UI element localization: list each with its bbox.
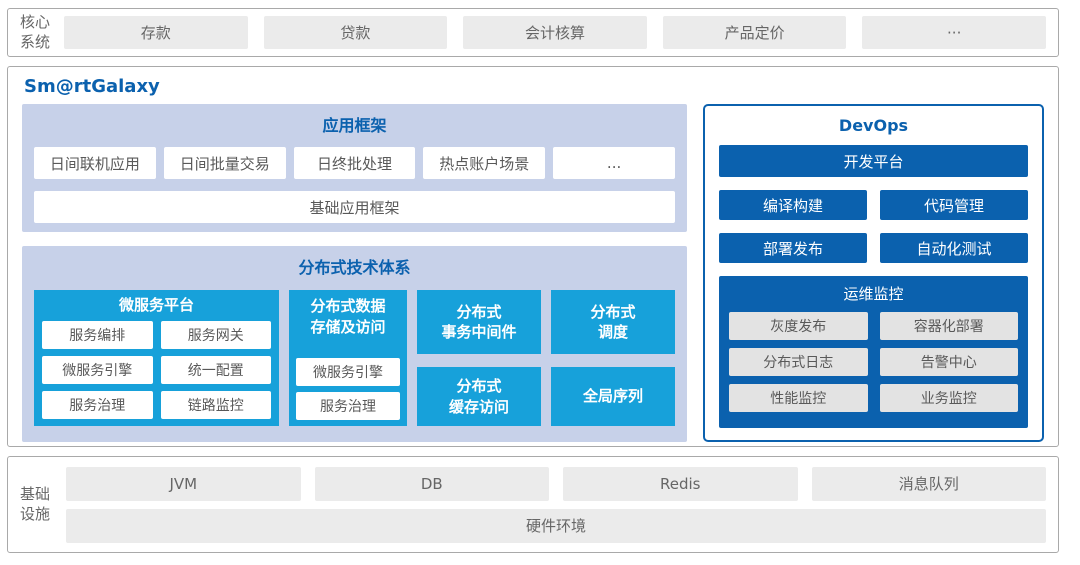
app-framework-item-online: 日间联机应用 [34,147,156,179]
infrastructure-label: 基础 设施 [20,485,51,523]
core-systems-label: 核心 系统 [20,13,51,51]
ops-monitoring-title: 运维监控 [843,285,904,303]
app-framework-item-batch-trade: 日间批量交易 [163,147,286,179]
microservice-platform-title: 微服务平台 [118,296,194,314]
app-framework-item-more: ... [553,147,675,179]
app-framework-item-hot-account: 热点账户场景 [423,147,546,179]
devops-title: DevOps [838,116,909,135]
core-system-item-loan: 贷款 [263,16,448,49]
ops-item-performance-monitor: 性能监控 [729,384,868,412]
ops-monitoring-box: 运维监控 灰度发布 容器化部署 分布式日志 告警中心 性能监控 业务监控 [719,276,1028,428]
infrastructure-item-db: DB [314,466,550,501]
data-storage-items: 微服务引擎 服务治理 [296,358,400,420]
microservice-item-gateway: 服务网关 [160,321,271,349]
microservice-item-orchestration: 服务编排 [42,321,153,349]
left-column: 应用框架 日间联机应用 日间批量交易 日终批处理 热点账户场景 ... 基础应用… [22,104,687,442]
app-framework-panel: 应用框架 日间联机应用 日间批量交易 日终批处理 热点账户场景 ... 基础应用… [22,104,687,232]
microservice-item-governance: 服务治理 [42,391,153,419]
data-storage-title: 分布式数据 存储及访问 [310,297,386,336]
infrastructure-row: JVM DB Redis 消息队列 [66,466,1047,501]
distributed-tech-panel: 分布式技术体系 微服务平台 服务编排 服务网关 微服务引擎 统一配置 服务治理 … [22,246,687,442]
distributed-tech-title: 分布式技术体系 [298,258,411,277]
distributed-scheduling-box: 分布式 调度 [551,290,675,354]
distributed-block-column-1: 分布式 事务中间件 分布式 缓存访问 [417,290,541,426]
ops-monitoring-grid: 灰度发布 容器化部署 分布式日志 告警中心 性能监控 业务监控 [729,312,1018,412]
core-systems-band: 核心 系统 存款 贷款 会计核算 产品定价 ··· [7,8,1059,57]
data-storage-item-engine: 微服务引擎 [296,358,400,386]
infrastructure-item-mq: 消息队列 [811,466,1047,501]
core-systems-row: 存款 贷款 会计核算 产品定价 ··· [64,16,1046,49]
app-framework-row: 日间联机应用 日间批量交易 日终批处理 热点账户场景 ... [34,147,675,179]
ops-item-gray-release: 灰度发布 [729,312,868,340]
hardware-environment-box: 硬件环境 [66,508,1046,543]
ops-item-container-deploy: 容器化部署 [879,312,1018,340]
dev-platform-box: 开发平台 [719,145,1028,177]
core-system-item-deposit: 存款 [64,16,248,49]
app-framework-item-eod-batch: 日终批处理 [293,147,416,179]
microservice-grid: 服务编排 服务网关 微服务引擎 统一配置 服务治理 链路监控 [42,321,271,419]
infrastructure-item-redis: Redis [563,466,798,501]
distributed-block-column-2: 分布式 调度 全局序列 [551,290,675,426]
microservice-platform-box: 微服务平台 服务编排 服务网关 微服务引擎 统一配置 服务治理 链路监控 [34,290,279,426]
global-sequence-box: 全局序列 [551,367,675,426]
distributed-cache-box: 分布式 缓存访问 [417,367,541,426]
devops-tool-testing: 自动化测试 [880,233,1028,263]
microservice-item-config: 统一配置 [160,356,271,384]
devops-tools-row-1: 编译构建 代码管理 [719,190,1028,220]
ops-item-business-monitor: 业务监控 [879,384,1018,412]
infrastructure-item-jvm: JVM [66,466,301,501]
devops-tools-row-2: 部署发布 自动化测试 [719,233,1028,263]
infrastructure-band: 基础 设施 JVM DB Redis 消息队列 硬件环境 [7,456,1059,553]
app-framework-title: 应用框架 [322,116,387,135]
infrastructure-content: JVM DB Redis 消息队列 硬件环境 [66,466,1047,543]
core-system-item-pricing: 产品定价 [662,16,847,49]
microservice-item-tracing: 链路监控 [160,391,271,419]
smartgalaxy-panel: Sm@rtGalaxy 应用框架 日间联机应用 日间批量交易 日终批处理 热点账… [7,66,1059,447]
devops-tool-code: 代码管理 [880,190,1028,220]
devops-tool-build: 编译构建 [719,190,867,220]
core-system-item-accounting: 会计核算 [463,16,647,49]
smartgalaxy-title: Sm@rtGalaxy [24,76,160,97]
microservice-item-engine: 微服务引擎 [42,356,153,384]
devops-panel: DevOps 开发平台 编译构建 代码管理 部署发布 自动化测试 运维监控 灰度… [703,104,1044,442]
data-storage-box: 分布式数据 存储及访问 微服务引擎 服务治理 [289,290,407,426]
ops-item-alert-center: 告警中心 [879,348,1018,376]
devops-tool-deploy: 部署发布 [719,233,867,263]
distributed-transaction-box: 分布式 事务中间件 [417,290,541,354]
smartgalaxy-columns: 应用框架 日间联机应用 日间批量交易 日终批处理 热点账户场景 ... 基础应用… [22,104,1044,442]
core-system-item-more: ··· [862,16,1046,49]
base-app-framework-item: 基础应用框架 [34,191,675,223]
data-storage-item-governance: 服务治理 [296,392,400,420]
ops-item-distributed-log: 分布式日志 [729,348,868,376]
distributed-tech-grid: 微服务平台 服务编排 服务网关 微服务引擎 统一配置 服务治理 链路监控 [34,290,675,426]
